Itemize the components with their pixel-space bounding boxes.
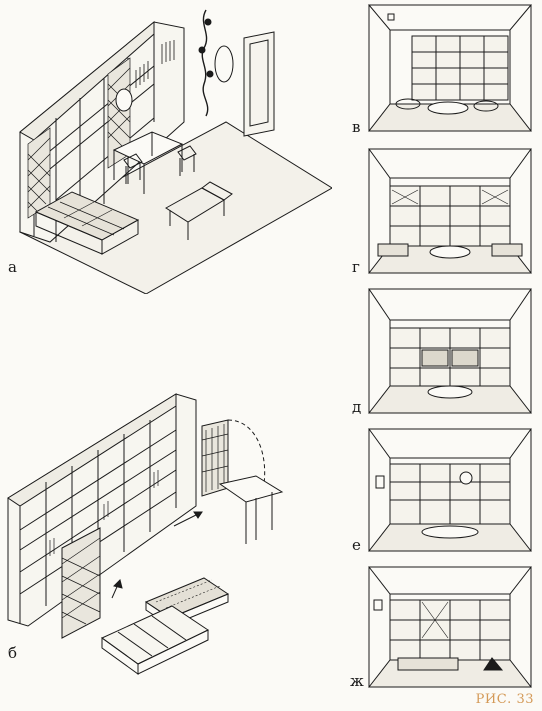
figure-e-room-view [368, 428, 532, 552]
figure-zh-room-view [368, 566, 532, 688]
figure-a-label: а [8, 258, 17, 276]
figure-e-drawing [368, 428, 532, 552]
figure-v-drawing [368, 4, 532, 132]
figure-d-drawing [368, 288, 532, 414]
figure-d-label: д [352, 398, 362, 416]
figure-g-label: г [352, 258, 360, 276]
figure-zh-drawing [368, 566, 532, 688]
figure-v-label: в [352, 118, 361, 136]
figure-b-label: б [8, 644, 18, 662]
figure-zh-label: ж [350, 672, 364, 690]
figure-g-room-view [368, 148, 532, 274]
figure-g-drawing [368, 148, 532, 274]
figure-a-drawing [18, 9, 332, 294]
figure-e-label: е [352, 536, 361, 554]
figure-a-room-perspective [6, 4, 332, 294]
figure-d-room-view [368, 288, 532, 414]
figure-caption: РИС. 33 [475, 692, 534, 707]
figure-v-room-view [368, 4, 532, 132]
figure-b-cabinet-exploded [6, 380, 336, 680]
figure-b-drawing [7, 393, 284, 675]
